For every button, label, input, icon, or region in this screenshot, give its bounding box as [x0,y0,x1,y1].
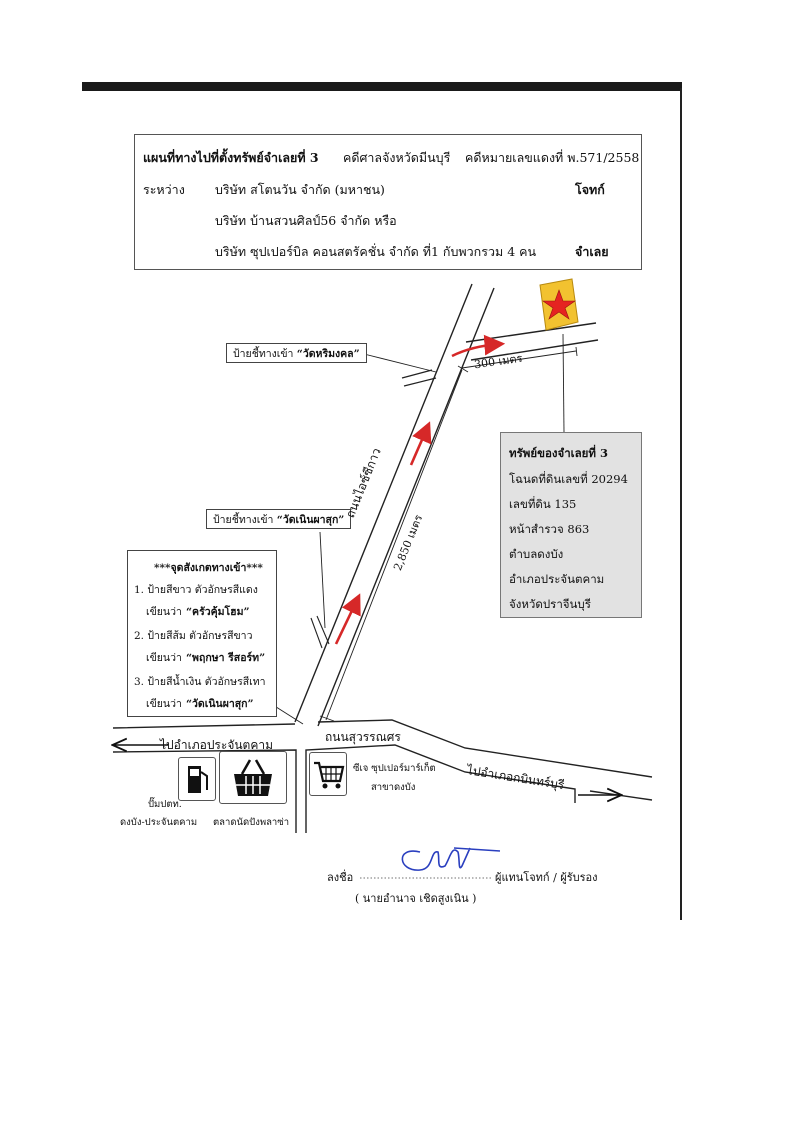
property-info-box: ทรัพย์ของจำเลยที่ 3 โฉนดที่ดินเลขที่ 202… [500,432,642,618]
legend-item: 3. ป้ายสีน้ำเงิน ตัวอักษรสีเทา [134,676,266,688]
map-title: แผนที่ทางไปที่ตั้งทรัพย์จำเลยที่ 3 [143,150,319,165]
legend-item-name: “วัดเนินผาสุก” [186,698,254,710]
legend-item: 1. ป้ายสีขาว ตัวอักษรสีแดง [134,584,258,596]
gas-station-location: ดงบัง-ประจันตคาม [120,817,198,828]
main-road-label: ถนนสุวรรณศร [325,730,401,744]
entrance-landmarks-legend: ***จุดสังเกตทางเข้า*** 1. ป้ายสีขาว ตัวอ… [127,550,277,717]
diagonal-road [294,283,495,727]
signer-role: ผู้แทนโจทก์ / ผู้รับรอง [495,871,598,884]
party-defendant-3: บริษัท ซุปเปอร์บิล คอนสตรัคชั่น จำกัด ที… [215,244,537,259]
legend-item: เขียนว่า [146,606,182,618]
sign-callout-top: ป้ายชี้ทางเข้า “วัดหริมงคล” [226,343,367,363]
court-name: คดีศาลจังหวัดมีนบุรี [343,150,451,165]
gas-station-label: ปั๊มปตท. [148,799,182,810]
market-label: ตลาดนัดปังพลาซ่า [213,817,290,828]
property-title: ทรัพย์ของจำเลยที่ 3 [509,446,608,460]
property-deed: โฉนดที่ดินเลขที่ 20294 [509,472,628,486]
legend-item: เขียนว่า [146,698,182,710]
case-number: คดีหมายเลขแดงที่ พ.571/2558 [465,150,640,165]
legend-item-name: “พฤกษา รีสอร์ท” [186,652,266,664]
property-land-no: เลขที่ดิน 135 [509,497,577,511]
legend-title: ***จุดสังเกตทางเข้า*** [154,562,263,574]
shopping-cart-icon [309,752,347,796]
sign-mid-name: “วัดเนินผาสุก” [276,514,345,526]
leader-lines [272,333,565,725]
right-border-line [680,88,682,920]
supermarket-label: ซีเจ ซุปเปอร์มาร์เก็ต [353,763,436,774]
defendant-role: จำเลย [575,244,609,259]
top-border-bar [82,82,682,91]
party-plaintiff: บริษัท สโตนวัน จำกัด (มหาชน) [215,182,385,197]
sign-mid-prefix: ป้ายชี้ทางเข้า [213,514,274,526]
property-subdistrict: ตำบลดงบัง [509,547,564,561]
temple-road-top [401,369,437,387]
route-arrows [334,334,506,645]
legend-item: 2. ป้ายสีส้ม ตัวอักษรสีขาว [134,630,253,642]
sign-label: ลงชื่อ [327,871,354,884]
property-survey: หน้าสำรวจ 863 [509,522,590,536]
party-defendant-2: บริษัท บ้านสวนศิลป์56 จำกัด หรือ [215,213,397,228]
temple-road-mid [310,615,330,649]
legend-item-name: “ครัวคุ้มโฮม” [186,606,250,618]
property-province: จังหวัดปราจีนบุรี [509,597,591,611]
to-prachantakham-label: ไปอำเภอประจันตคาม [160,738,274,752]
signer-name: ( นายอำนาจ เชิดสูงเนิน ) [355,892,477,905]
header-box: แผนที่ทางไปที่ตั้งทรัพย์จำเลยที่ 3 คดีศา… [134,134,642,270]
side-road [465,322,599,361]
legend-item: เขียนว่า [146,652,182,664]
signature-scribble [401,847,501,871]
supermarket-branch: สาขาดงบัง [371,782,416,793]
property-star-marker [539,278,579,331]
dimension-lines [319,346,578,722]
sign-top-name: “วัดหริมงคล” [296,348,360,360]
sign-top-prefix: ป้ายชี้ทางเข้า [233,348,294,360]
plaintiff-role: โจทก์ [575,182,605,197]
sign-callout-mid: ป้ายชี้ทางเข้า “วัดเนินผาสุก” [206,509,352,529]
property-district: อำเภอประจันตคาม [509,572,605,586]
between-label: ระหว่าง [143,182,185,197]
gas-station-icon [178,757,216,801]
market-basket-icon [219,751,287,804]
